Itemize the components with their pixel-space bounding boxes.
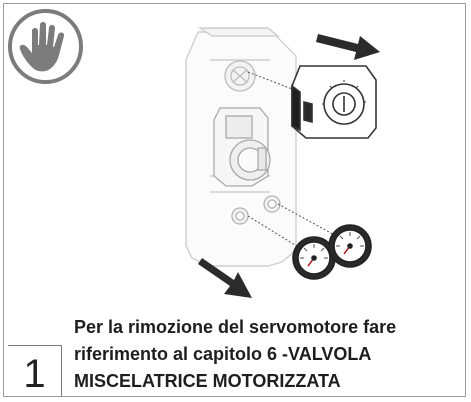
step-number: 1 [8,345,62,397]
instruction-line: Per la rimozione del servomotore fare [74,317,397,337]
guide-lines [247,71,341,249]
instruction-line: riferimento al capitolo 6 -VALVOLA [74,344,372,364]
arrow-right-icon [316,34,380,60]
instruction-line: MISCELATRICE MOTORIZZATA [74,371,341,391]
servomotor [291,65,377,139]
pump-module [213,107,271,187]
hand-stop-icon [8,9,83,84]
lower-valve-ports [231,195,281,225]
arrow-down-right-icon [198,258,252,298]
removal-illustration [185,27,380,298]
temperature-gauges [292,224,372,280]
instruction-text: Per la rimozione del servomotore fare ri… [74,314,446,395]
upper-valve-port [224,60,256,92]
